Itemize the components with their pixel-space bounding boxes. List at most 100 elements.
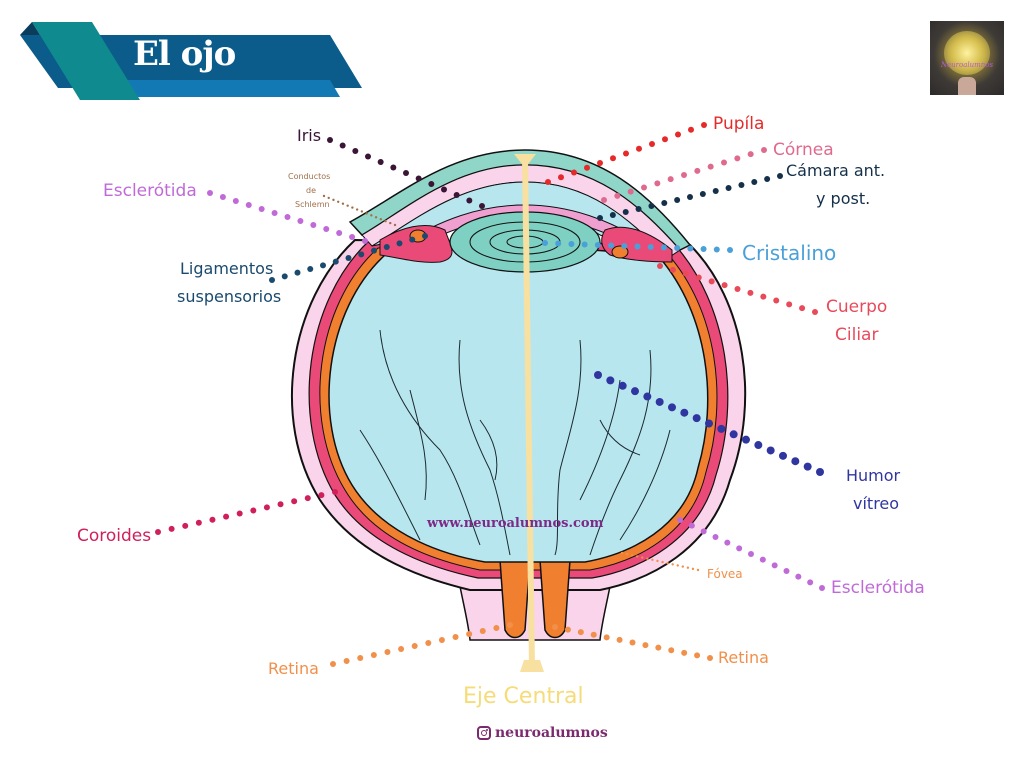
leader-dot-cuerpo-ciliar	[695, 274, 702, 281]
leader-dot-esclerotida-top	[349, 234, 356, 240]
label-camara-line1: Cámara ant.	[786, 161, 886, 180]
title-banner: El ojo	[0, 0, 380, 110]
leader-dot-camara	[751, 179, 758, 185]
instagram-credit[interactable]: neuroalumnos	[477, 725, 608, 741]
leader-dot-iris	[466, 197, 473, 204]
leader-dot-pupila	[584, 164, 590, 171]
leader-dot-ligamentos	[294, 269, 301, 276]
leader-dot-cuerpo-ciliar	[669, 266, 676, 273]
leader-dot-humor-vitreo	[766, 446, 775, 455]
leader-dot-camara	[738, 182, 745, 188]
leader-dot-esclerotida-top	[284, 214, 291, 220]
leader-dot-humor-vitreo	[779, 451, 787, 460]
leader-dot-esclerotida-top	[232, 198, 239, 204]
leader-dot-humor-vitreo	[631, 387, 639, 396]
leader-dot-esclerotida-bottom	[748, 551, 754, 557]
leader-dot-cuerpo-ciliar	[786, 301, 793, 308]
leader-dot-fovea	[666, 562, 669, 565]
leader-dot-retina-left	[452, 634, 459, 640]
leader-dot-retina-right	[681, 649, 688, 656]
leader-dot-cornea	[721, 159, 727, 166]
leader-dot-iris	[479, 203, 485, 209]
leader-dot-cristalino	[555, 240, 562, 247]
leader-dot-pupila	[649, 141, 655, 147]
leader-dot-ligamentos	[383, 244, 390, 250]
leader-dot-pupila	[675, 131, 681, 138]
leader-dot-coroides	[209, 516, 216, 523]
leader-dot-fovea	[646, 557, 649, 560]
hand-icon	[958, 77, 976, 95]
leader-dot-esclerotida-bottom	[759, 556, 766, 563]
leader-dot-conductos	[365, 212, 368, 215]
label-conductos-line1: Conductos	[288, 172, 331, 181]
leader-dot-fovea	[625, 552, 629, 556]
leader-dot-iris	[365, 153, 371, 160]
leader-dot-humor-vitreo	[791, 457, 800, 466]
leader-dot-coroides	[236, 510, 243, 517]
central-axis-bottom-cap	[520, 660, 544, 672]
leader-dot-retina-right	[655, 644, 662, 651]
leader-dot-esclerotida-top	[219, 194, 226, 200]
leader-dot-esclerotida-top	[362, 238, 368, 244]
leader-dot-retina-left	[493, 625, 500, 631]
leader-dot-cornea	[654, 180, 661, 187]
leader-dot-cristalino	[634, 243, 641, 250]
leader-dot-cuerpo-ciliar	[734, 286, 741, 292]
leader-dot-conductos	[327, 196, 330, 200]
leader-dot-retina-left	[479, 628, 486, 634]
leader-dot-conductos	[393, 223, 397, 227]
leader-dot-cuerpo-ciliar	[747, 289, 754, 296]
leader-dot-cuerpo-ciliar	[721, 282, 728, 289]
leader-dot-fovea	[671, 563, 674, 566]
leader-dot-retina-right	[694, 652, 701, 659]
leader-dot-retina-left	[330, 661, 336, 667]
label-retina-left: Retina	[268, 659, 319, 678]
leader-dot-coroides	[223, 513, 230, 520]
label-humor-line1: Humor	[846, 466, 901, 485]
leader-dot-retina-right	[564, 626, 571, 633]
leader-dot-fovea	[630, 554, 634, 557]
label-coroides: Coroides	[77, 526, 152, 546]
leader-dot-camara	[725, 185, 732, 191]
leader-dot-conductos	[379, 218, 382, 221]
leader-dot-fovea	[656, 559, 659, 563]
leader-dot-coroides	[332, 489, 338, 495]
leader-dot-ligamentos	[422, 233, 428, 239]
leader-dot-coroides	[195, 519, 202, 526]
label-camara-line2: y post.	[816, 189, 871, 208]
leader-dot-conductos	[332, 198, 335, 202]
leader-dot-fovea	[651, 558, 654, 561]
leader-dot-coroides	[291, 498, 298, 505]
leader-dot-cornea	[707, 163, 714, 170]
leader-dot-cristalino	[542, 240, 548, 246]
leader-dot-fovea	[620, 551, 624, 555]
leader-dot-iris	[403, 170, 409, 176]
leader-dot-fovea	[661, 560, 664, 564]
leader-dot-coroides	[263, 504, 270, 511]
leader-dot-pupila	[662, 136, 668, 143]
leader-dot-cuerpo-ciliar	[773, 297, 780, 304]
leader-dot-esclerotida-top	[245, 202, 252, 208]
leader-dot-conductos	[370, 214, 373, 217]
page-title: El ojo	[133, 34, 236, 74]
leader-dot-retina-left	[357, 655, 364, 661]
leader-dot-fovea	[696, 568, 700, 572]
leader-dot-cuerpo-ciliar	[760, 293, 767, 300]
leader-dot-cornea	[627, 188, 634, 195]
leader-dot-retina-left	[398, 646, 405, 652]
leader-dot-retina-right	[590, 631, 597, 638]
leader-dot-cornea	[694, 167, 701, 174]
leader-dot-cornea	[641, 184, 647, 191]
leader-dot-esclerotida-top	[258, 206, 265, 212]
leader-dot-coroides	[250, 507, 257, 514]
leader-dot-conductos	[341, 202, 345, 205]
leader-dot-camara	[609, 212, 616, 218]
leader-dot-esclerotida-bottom	[688, 522, 695, 529]
leader-dot-coroides	[304, 495, 311, 502]
label-ligamentos-line2: suspensorios	[177, 287, 282, 306]
leader-dot-cuerpo-ciliar	[682, 270, 689, 277]
vitreous-humor	[328, 247, 709, 563]
leader-dot-ligamentos	[396, 240, 403, 247]
leader-dot-retina-right	[603, 634, 610, 641]
